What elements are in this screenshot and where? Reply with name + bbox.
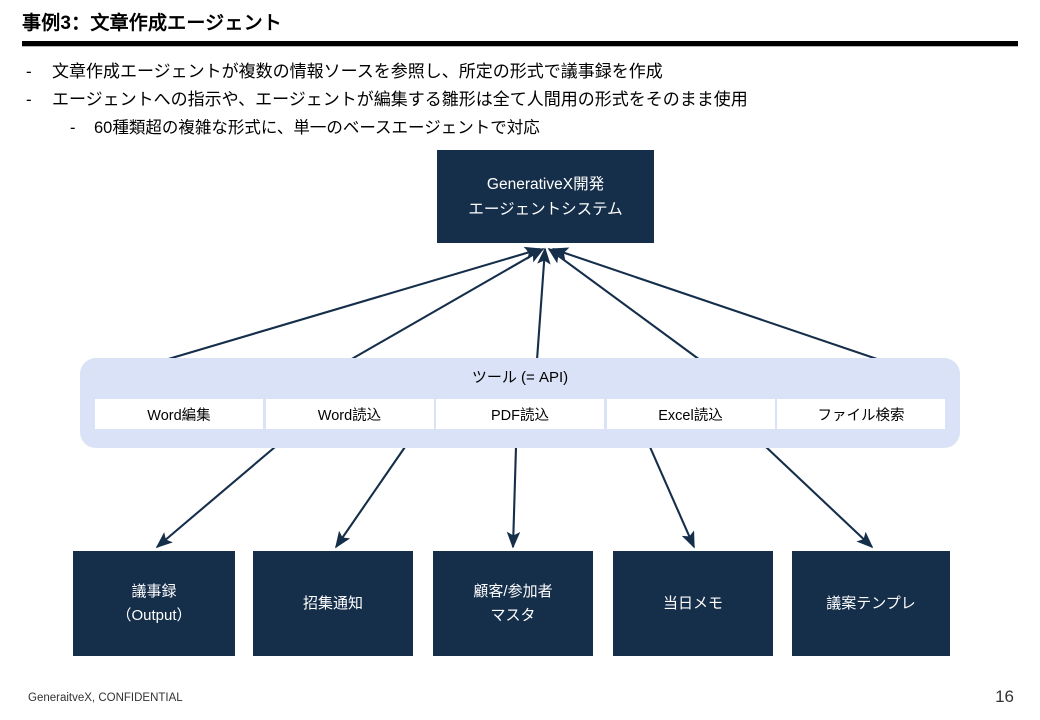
tools-row: Word編集 Word読込 PDF読込 Excel読込 ファイル検索 xyxy=(95,399,945,429)
output-customer-participant-master-line1: 顧客/参加者 xyxy=(473,582,553,600)
page-title: 事例3：文章作成エージェント xyxy=(22,13,282,34)
output-agenda-template[interactable]: 議案テンプレ xyxy=(792,551,950,656)
tools-panel-label: ツール (= API) xyxy=(471,369,569,386)
footer-page-number: 16 xyxy=(995,687,1014,706)
output-agenda-template-line1: 議案テンプレ xyxy=(826,594,916,612)
output-minutes-line2: （Output） xyxy=(116,606,192,624)
output-customer-participant-master-line2: マスタ xyxy=(490,606,536,624)
bullet-text: エージェントへの指示や、エージェントが編集する雛形は全て人間用の形式をそのまま使… xyxy=(52,90,748,109)
tool-word-read[interactable]: Word読込 xyxy=(265,399,434,429)
bullet-text: 60種類超の複雑な形式に、単一のベースエージェントで対応 xyxy=(94,119,540,137)
output-convocation-notice[interactable]: 招集通知 xyxy=(253,551,413,656)
output-daily-memo-line1: 当日メモ xyxy=(662,594,723,612)
output-daily-memo[interactable]: 当日メモ xyxy=(613,551,773,656)
bullet-marker: - xyxy=(26,62,32,81)
node-agent-system[interactable]: GenerativeX開発 エージェントシステム xyxy=(437,150,654,243)
bullet-item: - 60種類超の複雑な形式に、単一のベースエージェントで対応 xyxy=(26,114,1016,142)
output-minutes[interactable]: 議事録 （Output） xyxy=(73,551,235,656)
bullet-marker: - xyxy=(26,90,32,109)
node-agent-system-line2: エージェントシステム xyxy=(468,200,623,218)
arrow-tools-to-agent xyxy=(164,246,881,362)
output-customer-participant-master[interactable]: 顧客/参加者 マスタ xyxy=(433,551,593,656)
output-convocation-notice-line1: 招集通知 xyxy=(302,594,363,612)
bullet-marker: - xyxy=(70,119,76,137)
tool-word-edit[interactable]: Word編集 xyxy=(95,399,263,429)
tools-panel: ツール (= API) Word編集 Word読込 PDF読込 Excel読込 … xyxy=(80,358,960,448)
arrow-tools-to-outputs xyxy=(155,446,874,549)
tool-excel-read[interactable]: Excel読込 xyxy=(606,399,775,429)
bullet-item: - 文章作成エージェントが複数の情報ソースを参照し、所定の形式で議事録を作成 xyxy=(26,58,1016,86)
title-divider xyxy=(22,41,1018,46)
bullet-item: - エージェントへの指示や、エージェントが編集する雛形は全て人間用の形式をそのま… xyxy=(26,86,1016,114)
footer-confidential: GeneraitveX, CONFIDENTIAL xyxy=(28,692,183,704)
output-row: 議事録 （Output） 招集通知 顧客/参加者 マスタ 当日メモ xyxy=(73,551,950,656)
bullet-text: 文章作成エージェントが複数の情報ソースを参照し、所定の形式で議事録を作成 xyxy=(52,62,663,81)
node-agent-system-line1: GenerativeX開発 xyxy=(486,175,605,193)
tool-pdf-read[interactable]: PDF読込 xyxy=(436,399,604,429)
output-minutes-line1: 議事録 xyxy=(131,582,177,600)
bullet-list: - 文章作成エージェントが複数の情報ソースを参照し、所定の形式で議事録を作成 -… xyxy=(26,58,1016,142)
tool-file-search[interactable]: ファイル検索 xyxy=(777,399,945,429)
